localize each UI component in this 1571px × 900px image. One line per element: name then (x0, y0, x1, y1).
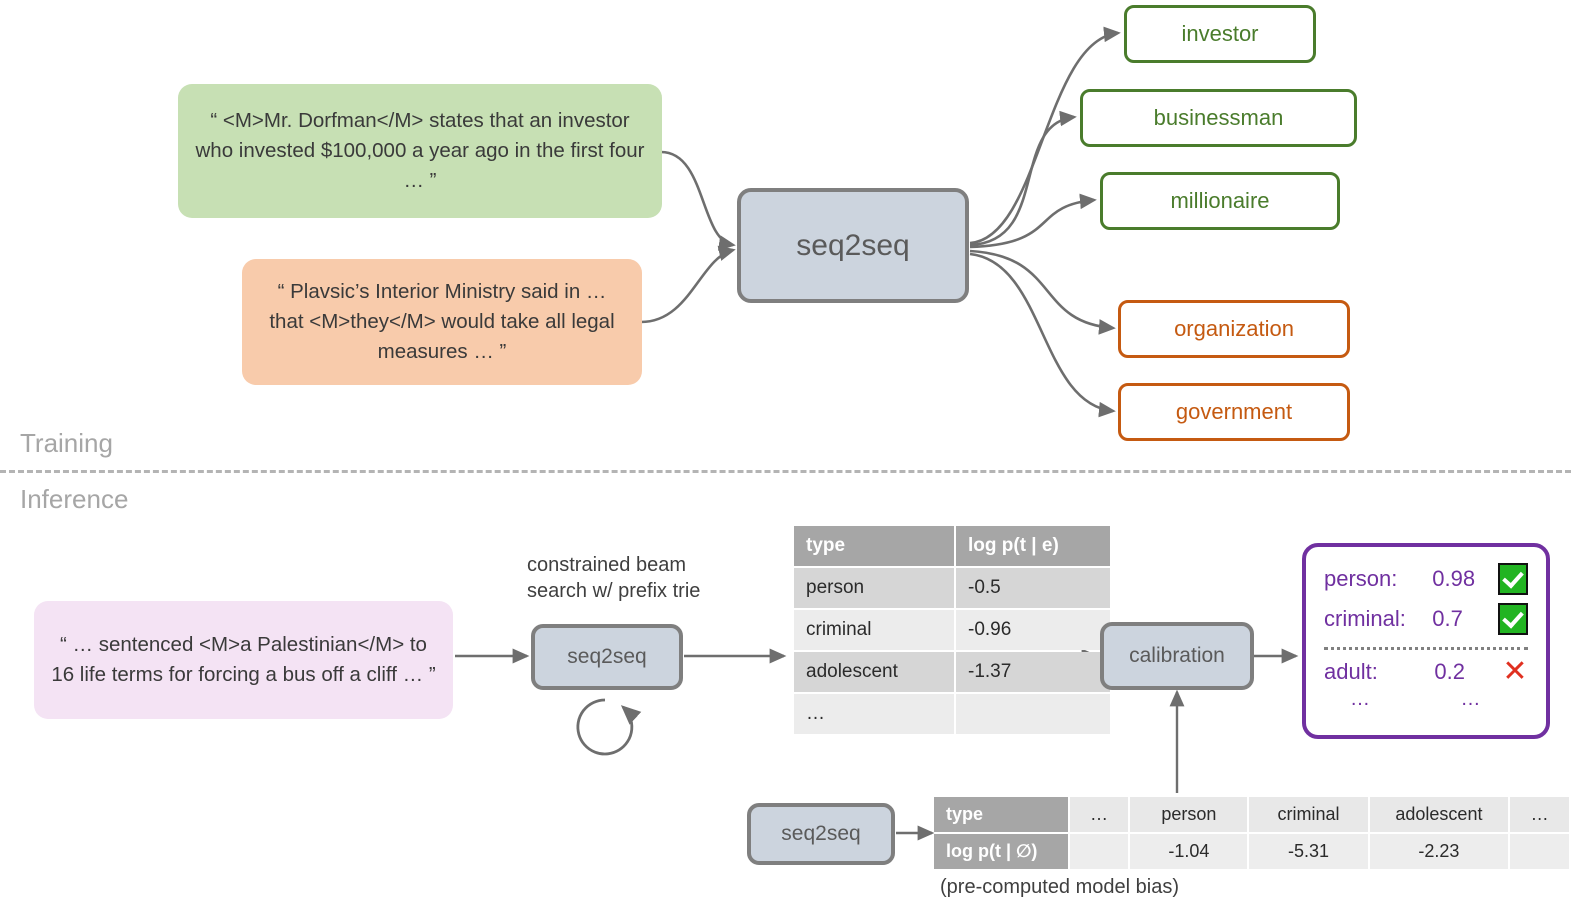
bias-value-adolescent: -2.23 (1369, 834, 1509, 869)
training-section-label: Training (20, 428, 113, 458)
scores-cell-type: criminal (794, 610, 954, 650)
check-icon (1498, 603, 1528, 635)
beam-search-caption: constrained beam search w/ prefix trie (527, 554, 701, 602)
inference-seq2seq-box[interactable]: seq2seq (531, 624, 683, 690)
scores-table-wrap: type log p(t | e) person -0.5 criminal -… (792, 524, 1112, 736)
bias-table: type … person criminal adolescent … log … (932, 795, 1571, 871)
scores-cell-value (956, 694, 1110, 734)
scores-cell-value: -0.96 (956, 610, 1110, 650)
result-value: … (1460, 688, 1481, 710)
bias-value-criminal: -5.31 (1249, 834, 1368, 869)
scores-cell-type: person (794, 568, 954, 608)
result-value: 0.98 (1432, 566, 1476, 591)
result-value: 0.2 (1434, 659, 1466, 684)
inference-input-bubble: “ … sentenced <M>a Palestinian</M> to 16… (34, 601, 453, 719)
bias-table-wrap: type … person criminal adolescent … log … (932, 795, 1571, 871)
training-seq2seq-label: seq2seq (796, 228, 910, 262)
output-chip-label: businessman (1153, 105, 1284, 130)
table-row: person -0.5 (794, 568, 1110, 608)
table-row: type … person criminal adolescent … (934, 797, 1569, 832)
result-label: criminal: (1324, 606, 1406, 631)
inference-section-label: Inference (20, 484, 129, 514)
training-seq2seq-box[interactable]: seq2seq (737, 188, 969, 303)
bias-col-ellipsis-left: … (1069, 797, 1129, 832)
section-divider (0, 470, 1571, 473)
bias-col-criminal: criminal (1249, 797, 1368, 832)
result-row-person: person: 0.98 (1324, 563, 1528, 595)
bias-value-ellipsis-left (1069, 834, 1129, 869)
output-chip-millionaire[interactable]: millionaire (1100, 172, 1340, 230)
bias-rowhead-logp: log p(t | ∅) (934, 834, 1068, 869)
scores-cell-type: adolescent (794, 652, 954, 692)
output-chip-label: government (1175, 399, 1293, 424)
scores-table: type log p(t | e) person -0.5 criminal -… (792, 524, 1112, 736)
output-chip-label: investor (1181, 21, 1259, 46)
result-value: 0.7 (1432, 606, 1463, 631)
bias-value-person: -1.04 (1130, 834, 1248, 869)
training-input-green: “ <M>Mr. Dorfman</M> states that an inve… (178, 84, 662, 218)
scores-col-logp: log p(t | e) (956, 526, 1110, 566)
scores-cell-value: -1.37 (956, 652, 1110, 692)
table-row: criminal -0.96 (794, 610, 1110, 650)
bias-col-ellipsis-right: … (1510, 797, 1569, 832)
output-chip-investor[interactable]: investor (1124, 5, 1316, 63)
result-label: adult: (1324, 659, 1378, 684)
check-icon (1498, 563, 1528, 595)
result-card: person: 0.98 criminal: 0.7 adult: 0.2 ✕ … (1302, 543, 1550, 739)
bias-col-person: person (1130, 797, 1248, 832)
output-chip-government[interactable]: government (1118, 383, 1350, 441)
output-chip-label: organization (1174, 316, 1294, 341)
result-row-adult: adult: 0.2 ✕ (1324, 655, 1528, 688)
scores-col-type: type (794, 526, 954, 566)
table-row: … (794, 694, 1110, 734)
cross-icon: ✕ (1502, 655, 1528, 688)
bias-col-adolescent: adolescent (1369, 797, 1509, 832)
result-label: … (1350, 688, 1370, 710)
bias-caption: (pre-computed model bias) (940, 876, 1179, 898)
output-chip-businessman[interactable]: businessman (1080, 89, 1357, 147)
bias-rowhead-type: type (934, 797, 1068, 832)
result-threshold-divider (1324, 647, 1528, 650)
scores-table-header-row: type log p(t | e) (794, 526, 1110, 566)
bias-value-ellipsis-right (1510, 834, 1569, 869)
training-input-orange: “ Plavsic’s Interior Ministry said in … … (242, 259, 642, 385)
inference-seq2seq-label: seq2seq (567, 645, 647, 668)
result-row-criminal: criminal: 0.7 (1324, 603, 1528, 635)
scores-cell-type: … (794, 694, 954, 734)
output-chip-organization[interactable]: organization (1118, 300, 1350, 358)
bias-seq2seq-box[interactable]: seq2seq (747, 803, 895, 865)
result-row-ellipsis: … … (1324, 688, 1528, 711)
output-chip-label: millionaire (1170, 188, 1270, 213)
table-row: adolescent -1.37 (794, 652, 1110, 692)
calibration-box[interactable]: calibration (1100, 622, 1254, 690)
bias-seq2seq-label: seq2seq (781, 822, 861, 845)
table-row: log p(t | ∅) -1.04 -5.31 -2.23 (934, 834, 1569, 869)
result-label: person: (1324, 566, 1398, 591)
calibration-label: calibration (1129, 644, 1225, 667)
scores-cell-value: -0.5 (956, 568, 1110, 608)
